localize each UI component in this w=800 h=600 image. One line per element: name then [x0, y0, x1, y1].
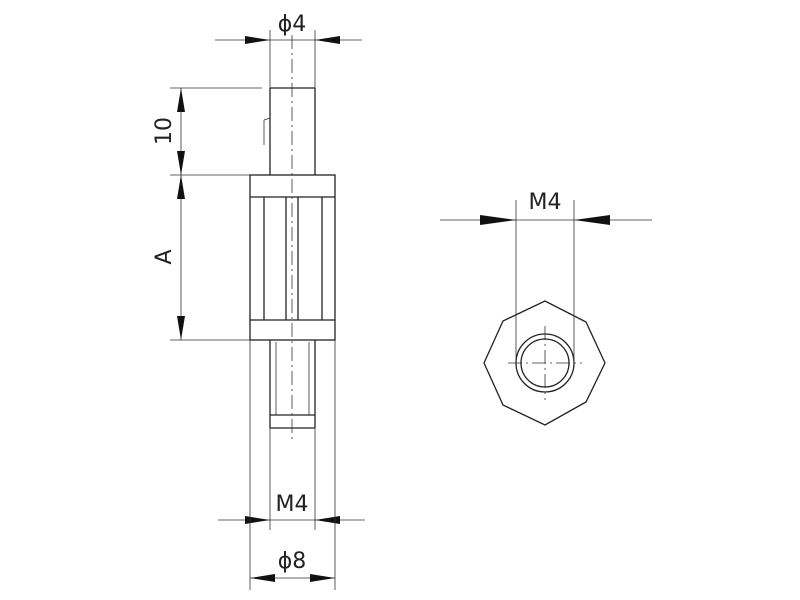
side-view: ϕ4 10 A M4	[152, 12, 365, 590]
dim-female-thread: M4	[440, 190, 652, 363]
dim-stud-length: 10	[152, 87, 262, 176]
dim-male-thread: M4	[218, 428, 365, 530]
dim-body-diameter: ϕ8	[249, 340, 336, 590]
dim-top-diameter: ϕ4	[215, 12, 362, 88]
dim-body-diameter-label: ϕ8	[278, 549, 307, 574]
dim-stud-length-label: 10	[152, 117, 177, 145]
bottom-threaded-stud	[269, 340, 316, 429]
dim-body-length-label: A	[152, 249, 177, 264]
end-view: M4	[440, 190, 652, 426]
end-view-outline	[483, 300, 606, 426]
dim-female-thread-label: M4	[529, 190, 562, 215]
dim-top-diameter-label: ϕ4	[278, 12, 307, 37]
top-stud	[263, 87, 316, 175]
hex-body	[249, 174, 336, 341]
dim-male-thread-label: M4	[276, 492, 309, 517]
dim-body-length: A	[152, 175, 250, 341]
